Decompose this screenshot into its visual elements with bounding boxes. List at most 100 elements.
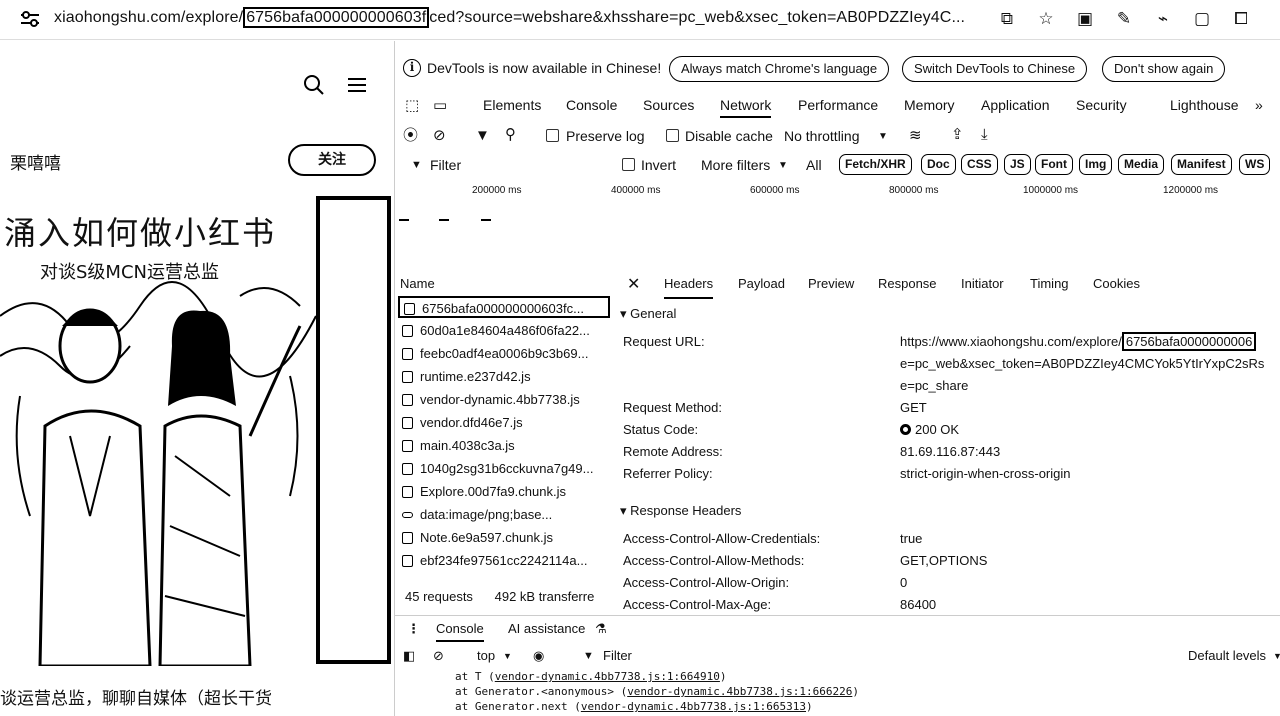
- drawer-tab-console[interactable]: Console: [436, 621, 484, 642]
- sidebar-toggle-icon[interactable]: ◧: [403, 648, 416, 663]
- document-icon: [402, 555, 413, 567]
- tab-elements[interactable]: Elements: [483, 97, 542, 113]
- chevron-down-icon[interactable]: ▼: [503, 651, 512, 661]
- tab-initiator[interactable]: Initiator: [961, 276, 1004, 291]
- tab-security[interactable]: Security: [1076, 97, 1127, 113]
- filter-manifest[interactable]: Manifest: [1171, 154, 1232, 175]
- filter-icon: ▼: [411, 159, 422, 171]
- extension-icon[interactable]: ▣: [1076, 9, 1094, 28]
- url-highlight: 6756bafa000000000603f: [243, 7, 430, 28]
- device-toolbar-icon[interactable]: ▭: [433, 97, 448, 114]
- extensions-puzzle-icon[interactable]: ⧠: [1234, 9, 1248, 28]
- timeline-tick: 800000 ms: [889, 185, 939, 196]
- tab-performance[interactable]: Performance: [798, 97, 879, 113]
- tab-preview[interactable]: Preview: [808, 276, 855, 291]
- throttling-select[interactable]: No throttling: [784, 128, 860, 144]
- request-url-highlight: 6756bafa0000000006: [1121, 332, 1257, 351]
- request-row[interactable]: Explore.00d7fa9.chunk.js: [398, 481, 610, 503]
- extension-icon-2[interactable]: ✎: [1116, 9, 1132, 28]
- source-link[interactable]: vendor-dynamic.4bb7738.js:1:664910: [494, 670, 720, 683]
- live-expression-eye-icon[interactable]: ◉: [533, 648, 545, 663]
- request-row[interactable]: main.4038c3a.js: [398, 435, 610, 457]
- request-row[interactable]: 6756bafa000000000603fc...: [398, 296, 610, 318]
- tab-timing[interactable]: Timing: [1030, 276, 1069, 291]
- url-suffix: ced?source=webshare&xhsshare=pc_web&xsec…: [429, 9, 966, 26]
- request-row[interactable]: vendor-dynamic.4bb7738.js: [398, 389, 610, 411]
- network-overview[interactable]: 200000 ms 400000 ms 600000 ms 800000 ms …: [395, 183, 1280, 223]
- record-icon[interactable]: ⦿: [403, 127, 419, 144]
- chevron-down-icon[interactable]: ▼: [1273, 651, 1280, 661]
- drawer-menu-icon[interactable]: ⋮: [407, 621, 420, 636]
- filter-doc[interactable]: Doc: [921, 154, 956, 175]
- log-levels-dropdown[interactable]: Default levels: [1188, 648, 1267, 663]
- request-row[interactable]: 1040g2sg31b6cckuvna7g49...: [398, 458, 610, 480]
- photo-illustration: [0, 281, 316, 666]
- tab-cookies[interactable]: Cookies: [1093, 276, 1140, 291]
- filter-img[interactable]: Img: [1079, 154, 1113, 175]
- bookmark-star-icon[interactable]: ☆: [1038, 9, 1054, 28]
- close-icon[interactable]: ✕: [627, 276, 641, 293]
- filter-css[interactable]: CSS: [961, 154, 998, 175]
- more-tabs-icon[interactable]: »: [1255, 97, 1263, 113]
- author-name[interactable]: 栗嘻嘻: [10, 154, 61, 174]
- request-row[interactable]: feebc0adf4ea0006b9c3b69...: [398, 343, 610, 365]
- filter-funnel-icon[interactable]: ▼: [475, 127, 490, 144]
- filter-js[interactable]: JS: [1004, 154, 1031, 175]
- more-filters-dropdown[interactable]: More filters: [701, 157, 771, 173]
- chevron-down-icon[interactable]: ▼: [878, 131, 888, 142]
- filter-all[interactable]: All: [806, 157, 822, 173]
- filter-font[interactable]: Font: [1035, 154, 1073, 175]
- search-icon[interactable]: [303, 74, 325, 96]
- invert-checkbox[interactable]: [622, 158, 635, 171]
- tab-payload[interactable]: Payload: [738, 276, 785, 291]
- clear-icon[interactable]: ⊘: [433, 127, 446, 144]
- import-har-icon[interactable]: ⇪: [951, 126, 964, 143]
- request-row[interactable]: data:image/png;base...: [398, 504, 610, 526]
- request-row[interactable]: 60d0a1e84604a486f06fa22...: [398, 320, 610, 342]
- request-row[interactable]: runtime.e237d42.js: [398, 366, 610, 388]
- extension-icon-4[interactable]: ▢: [1193, 9, 1211, 28]
- url-input[interactable]: xiaohongshu.com/explore/6756bafa00000000…: [54, 7, 966, 28]
- dont-show-again-button[interactable]: Don't show again: [1102, 56, 1226, 82]
- source-link[interactable]: vendor-dynamic.4bb7738.js:1:666226: [627, 685, 853, 698]
- request-row[interactable]: ebf234fe97561cc2242114a...: [398, 550, 610, 572]
- drawer-tab-ai-assistance[interactable]: AI assistance: [508, 621, 586, 636]
- source-link[interactable]: vendor-dynamic.4bb7738.js:1:665313: [580, 700, 807, 713]
- console-filter-input[interactable]: Filter: [603, 648, 632, 663]
- preserve-log-label: Preserve log: [566, 128, 645, 144]
- filter-fetch-xhr[interactable]: Fetch/XHR: [839, 154, 912, 175]
- response-headers-toggle[interactable]: ▾ Response Headers: [620, 503, 742, 518]
- preserve-log-checkbox[interactable]: [546, 129, 559, 142]
- filter-input[interactable]: Filter: [430, 157, 462, 173]
- context-select[interactable]: top: [477, 648, 496, 663]
- filter-media[interactable]: Media: [1118, 154, 1165, 175]
- filter-ws[interactable]: WS: [1239, 154, 1271, 175]
- export-har-icon[interactable]: ⤓: [981, 126, 988, 143]
- always-match-language-button[interactable]: Always match Chrome's language: [669, 56, 890, 82]
- extension-icon-3[interactable]: ⌁: [1157, 9, 1169, 28]
- tab-application[interactable]: Application: [981, 97, 1050, 113]
- tab-console[interactable]: Console: [566, 97, 618, 113]
- disable-cache-checkbox[interactable]: [666, 129, 679, 142]
- tab-lighthouse[interactable]: Lighthouse: [1170, 97, 1239, 113]
- inspect-element-icon[interactable]: ⬚: [405, 97, 420, 114]
- column-name-header[interactable]: Name: [400, 276, 435, 291]
- request-row[interactable]: vendor.dfd46e7.js: [398, 412, 610, 434]
- follow-button[interactable]: 关注: [288, 144, 376, 176]
- tab-memory[interactable]: Memory: [904, 97, 955, 113]
- clear-console-icon[interactable]: ⊘: [433, 648, 444, 663]
- request-row[interactable]: Note.6e9a597.chunk.js: [398, 527, 610, 549]
- tab-network[interactable]: Network: [720, 97, 772, 118]
- install-app-icon[interactable]: ⧉: [1000, 9, 1014, 28]
- general-section-toggle[interactable]: ▾ General: [620, 306, 677, 321]
- chevron-down-icon[interactable]: ▼: [778, 160, 788, 171]
- network-conditions-icon[interactable]: ≋: [909, 127, 922, 144]
- tab-headers[interactable]: Headers: [664, 276, 714, 299]
- tab-response[interactable]: Response: [878, 276, 937, 291]
- tab-sources[interactable]: Sources: [643, 97, 695, 113]
- site-settings-icon[interactable]: [20, 10, 40, 28]
- note-cover-image[interactable]: 涌入如何做小红书 对谈S级MCN运营总监: [0, 196, 316, 666]
- search-network-icon[interactable]: ⚲: [505, 126, 516, 143]
- menu-icon[interactable]: [347, 77, 367, 93]
- switch-to-chinese-button[interactable]: Switch DevTools to Chinese: [902, 56, 1088, 82]
